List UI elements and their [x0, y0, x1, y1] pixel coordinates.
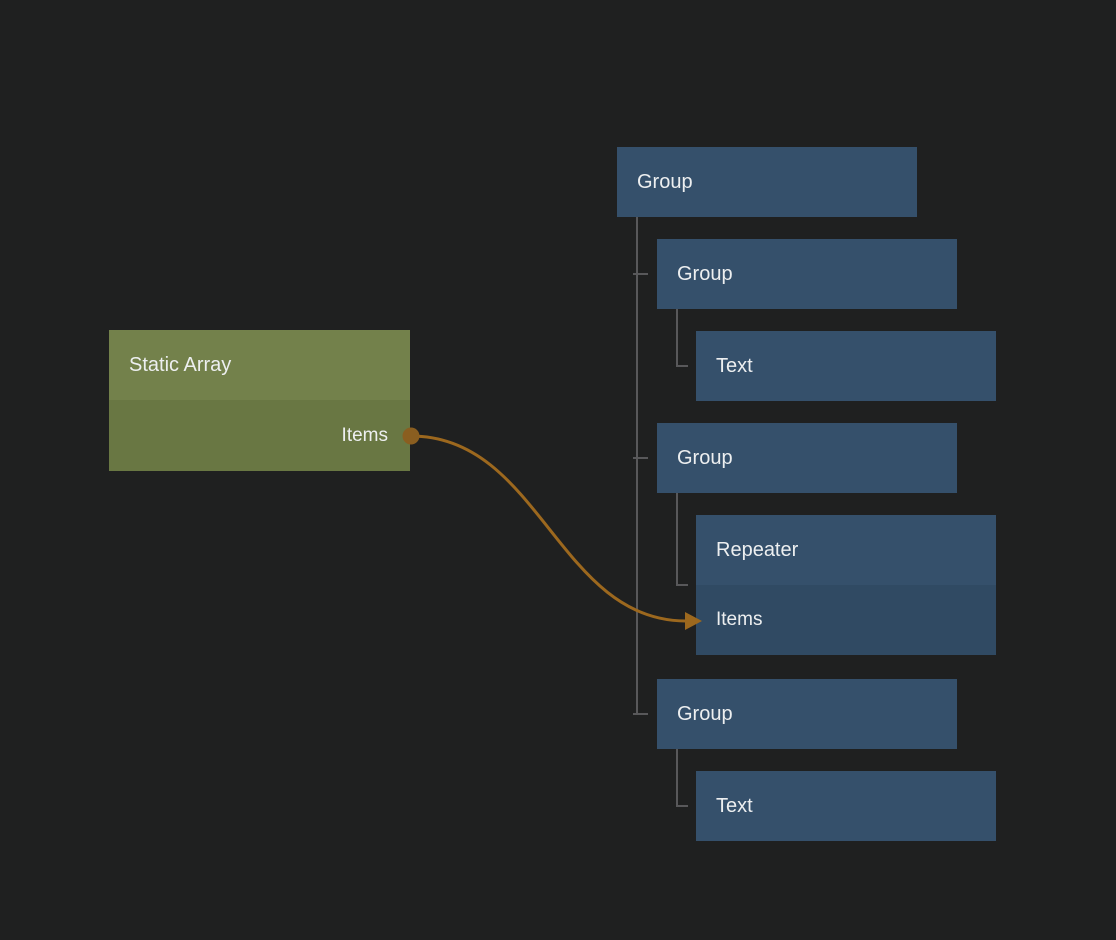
node-static-array[interactable]: Static Array Items: [109, 330, 410, 471]
node-group-child-3-title-bar: Group: [657, 703, 957, 726]
node-text-1-title-bar: Text: [696, 355, 996, 378]
node-group-child-3[interactable]: Group: [657, 679, 957, 749]
node-title: Text: [716, 794, 753, 817]
node-title: Repeater: [716, 538, 799, 561]
node-text-1[interactable]: Text: [696, 331, 996, 401]
tree-line-group1-to-text1: [676, 309, 688, 367]
node-repeater[interactable]: Repeater Items: [696, 515, 996, 655]
node-text-2[interactable]: Text: [696, 771, 996, 841]
tree-line-group2-to-repeater: [676, 493, 688, 586]
connection-curve[interactable]: [409, 434, 688, 623]
node-title: Static Array: [129, 353, 232, 376]
tree-line-group3-to-text2: [676, 749, 688, 807]
repeater-input-port-items[interactable]: Items: [696, 585, 996, 655]
node-title: Group: [677, 702, 733, 725]
node-title: Group: [637, 170, 693, 193]
node-group-child-1-title-bar: Group: [657, 263, 957, 286]
node-group-root[interactable]: Group: [617, 147, 917, 217]
node-title: Group: [677, 262, 733, 285]
node-title: Text: [716, 354, 753, 377]
node-text-2-title-bar: Text: [696, 795, 996, 818]
node-group-child-2-title-bar: Group: [657, 447, 957, 470]
node-group-child-2[interactable]: Group: [657, 423, 957, 493]
input-port-label: Items: [716, 609, 763, 630]
node-group-root-title-bar: Group: [617, 171, 917, 194]
output-port-label: Items: [341, 424, 388, 446]
node-static-array-title-bar: Static Array: [109, 330, 410, 400]
node-title: Group: [677, 446, 733, 469]
node-repeater-title-bar: Repeater: [696, 515, 996, 585]
static-array-output-port-items[interactable]: Items: [109, 400, 410, 471]
node-group-child-1[interactable]: Group: [657, 239, 957, 309]
